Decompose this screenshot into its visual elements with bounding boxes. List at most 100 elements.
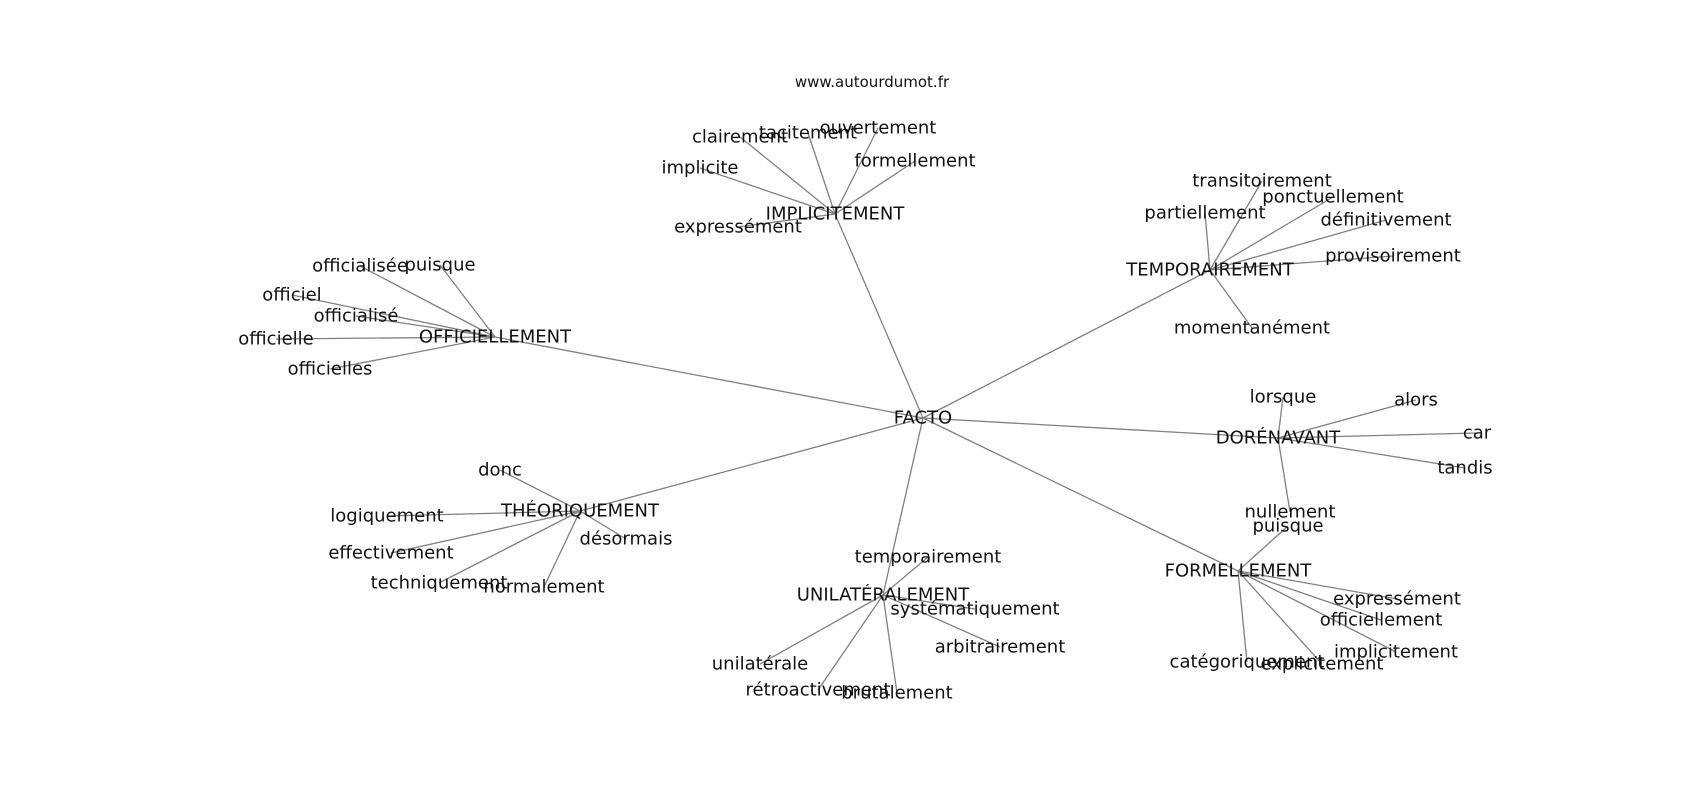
hub-word-node[interactable]: IMPLICITEMENT <box>766 204 906 225</box>
edge-hub-leaf <box>834 127 879 215</box>
leaf-word-node[interactable]: normalement <box>483 577 604 598</box>
leaf-word-node[interactable]: expressément <box>1333 589 1461 610</box>
edge-root-hub <box>882 417 924 596</box>
hub-word-node[interactable]: UNILATÉRALEMENT <box>797 584 971 606</box>
leaf-word-node[interactable]: logiquement <box>330 506 443 527</box>
edge-hub-leaf <box>882 594 976 610</box>
leaf-word-node[interactable]: officielles <box>288 359 373 380</box>
edge-hub-leaf <box>1277 399 1417 439</box>
edge-hub-leaf <box>834 160 916 215</box>
edge-hub-leaf <box>882 556 929 596</box>
edge-hub-leaf <box>359 265 496 338</box>
edge-root-hub <box>922 417 1239 572</box>
edges <box>275 127 1478 694</box>
edge-hub-leaf <box>438 510 581 584</box>
leaf-word-node[interactable]: techniquement <box>371 573 508 594</box>
leaf-word-node[interactable]: expressément <box>674 217 802 238</box>
edge-hub-leaf <box>739 136 836 215</box>
leaf-word-node[interactable]: effectivement <box>328 543 453 564</box>
edge-hub-leaf <box>390 510 581 554</box>
edge-root-hub <box>494 336 924 419</box>
leaf-word-node[interactable]: lorsque <box>1250 387 1317 408</box>
edge-hub-leaf <box>499 469 581 512</box>
edge-hub-leaf <box>355 315 496 338</box>
leaf-word-node[interactable]: officialisée <box>312 256 408 277</box>
edge-hub-leaf <box>817 594 884 691</box>
leaf-word-node[interactable]: formellement <box>854 151 975 172</box>
leaf-word-node[interactable]: implicite <box>662 158 739 179</box>
leaf-word-node[interactable]: définitivement <box>1320 210 1451 231</box>
edge-hub-leaf <box>386 510 581 517</box>
leaf-word-node[interactable]: donc <box>478 460 522 481</box>
leaf-word-node[interactable]: brutalement <box>841 683 952 704</box>
leaf-word-node[interactable]: rétroactivement <box>746 680 891 701</box>
edge-hub-leaf <box>1277 437 1466 469</box>
leaf-word-node[interactable]: désormais <box>580 529 673 550</box>
root-word-node[interactable]: FACTO <box>894 408 952 429</box>
hub-word-node[interactable]: TEMPORAIREMENT <box>1125 260 1295 281</box>
hub-word-node[interactable]: THÉORIQUEMENT <box>500 500 660 522</box>
leaf-word-node[interactable]: clairement <box>692 127 788 148</box>
leaf-word-node[interactable]: puisque <box>1252 516 1323 537</box>
edge-hub-leaf <box>1209 196 1334 271</box>
edge-hub-leaf <box>275 336 496 340</box>
labels: FACTO IMPLICITEMENT clairementtacitementou… <box>238 118 1492 704</box>
edge-hub-leaf <box>699 167 836 215</box>
edge-hub-leaf <box>1277 437 1291 513</box>
edge-hub-leaf <box>329 336 496 370</box>
edge-root-hub <box>922 269 1211 419</box>
leaf-word-node[interactable]: officiel <box>262 285 321 306</box>
edge-hub-leaf <box>1209 180 1263 271</box>
leaf-word-node[interactable]: tacitement <box>759 123 857 144</box>
edge-hub-leaf <box>1277 432 1478 439</box>
leaf-word-node[interactable]: unilatérale <box>712 654 809 675</box>
hub-word-node[interactable]: OFFICIELLEMENT <box>419 327 572 348</box>
site-url: www.autourdumot.fr <box>794 73 950 91</box>
leaf-word-node[interactable]: tandis <box>1437 458 1492 479</box>
edge-hub-leaf <box>439 264 496 338</box>
leaf-word-node[interactable]: provisoirement <box>1325 246 1461 267</box>
leaf-word-node[interactable]: car <box>1463 423 1492 444</box>
edge-hub-leaf <box>1237 570 1323 665</box>
leaf-word-node[interactable]: arbitrairement <box>935 637 1066 658</box>
edge-hub-leaf <box>1209 269 1253 329</box>
leaf-word-node[interactable]: officiellement <box>1320 610 1443 631</box>
edge-root-hub <box>579 417 924 512</box>
edge-hub-leaf <box>1277 396 1284 439</box>
edge-hub-leaf <box>1237 570 1398 600</box>
leaf-word-node[interactable]: momentanément <box>1174 318 1330 339</box>
leaf-word-node[interactable]: ponctuellement <box>1262 187 1403 208</box>
edge-hub-leaf <box>579 510 627 540</box>
edge-hub-leaf <box>807 132 836 215</box>
edge-hub-leaf <box>1209 219 1387 271</box>
edge-root-hub <box>922 417 1279 439</box>
hub-word-node[interactable]: FORMELLEMENT <box>1165 561 1313 582</box>
leaf-word-node[interactable]: temporairement <box>855 547 1002 568</box>
leaf-word-node[interactable]: catégoriquement <box>1170 652 1325 673</box>
edge-hub-leaf <box>1237 525 1289 572</box>
leaf-word-node[interactable]: alors <box>1394 390 1438 411</box>
edge-hub-leaf <box>882 594 1001 648</box>
leaf-word-node[interactable]: partiellement <box>1144 203 1265 224</box>
hub-word-node[interactable]: DORÉNAVANT <box>1216 427 1341 449</box>
leaf-word-node[interactable]: puisque <box>404 255 475 276</box>
leaf-word-node[interactable]: implicitement <box>1334 642 1458 663</box>
leaf-word-node[interactable]: nullement <box>1245 502 1336 523</box>
leaf-word-node[interactable]: transitoirement <box>1192 171 1332 192</box>
edge-hub-leaf <box>1237 570 1248 663</box>
edge-hub-leaf <box>737 213 836 228</box>
edge-hub-leaf <box>1209 255 1394 271</box>
edge-hub-leaf <box>759 594 884 665</box>
leaf-word-node[interactable]: officialisé <box>314 306 399 327</box>
leaf-word-node[interactable]: ouvertement <box>820 118 937 139</box>
leaf-word-node[interactable]: systématiquement <box>890 599 1059 620</box>
edge-hub-leaf <box>1237 570 1397 653</box>
edge-hub-leaf <box>1204 212 1211 271</box>
leaf-word-node[interactable]: officielle <box>238 329 313 350</box>
edge-hub-leaf <box>291 294 496 338</box>
leaf-word-node[interactable]: explicitement <box>1261 654 1384 675</box>
edge-hub-leaf <box>543 510 581 588</box>
edge-hub-leaf <box>882 594 898 694</box>
